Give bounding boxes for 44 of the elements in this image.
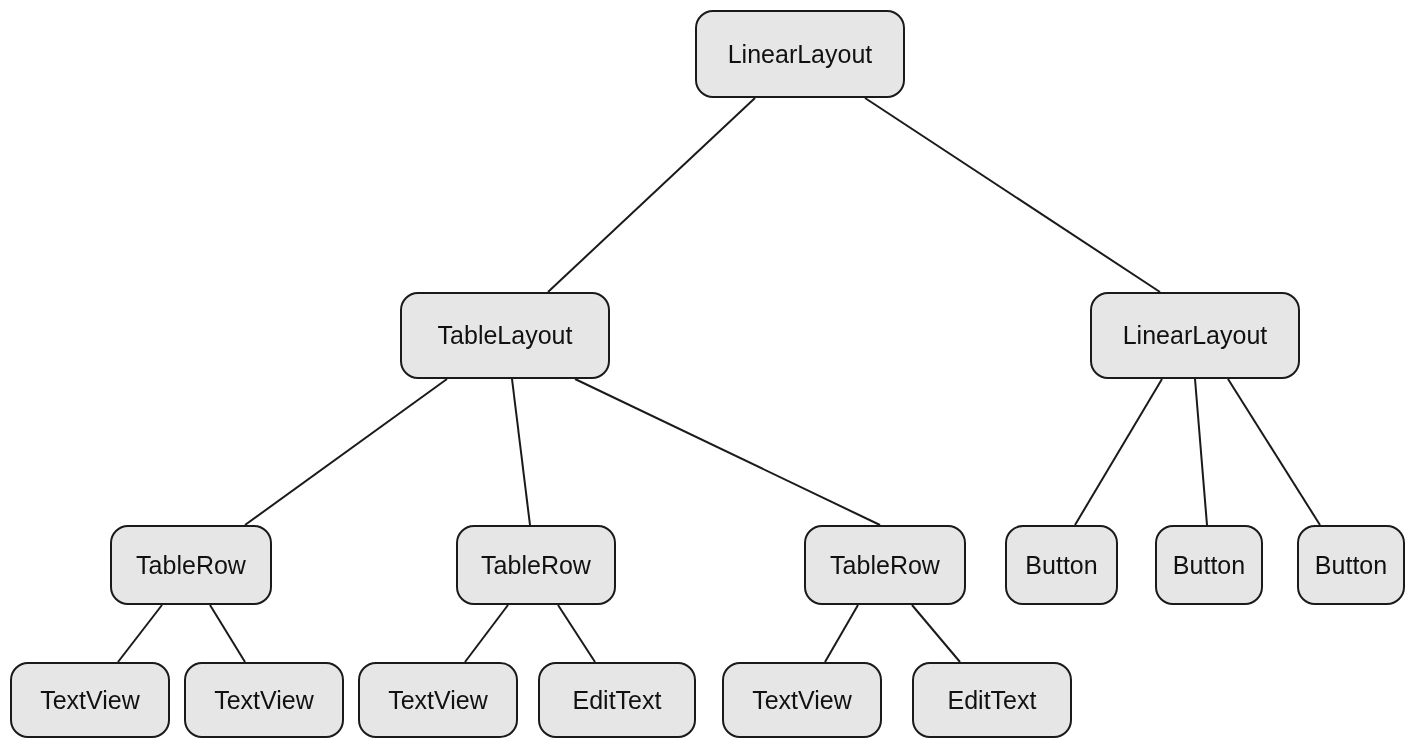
node-label: TableRow <box>481 550 591 580</box>
node-box <box>1090 292 1300 379</box>
node-label: TableRow <box>830 550 940 580</box>
node-box <box>912 662 1072 738</box>
node-label: TextView <box>752 685 852 715</box>
connector-line <box>864 97 1161 293</box>
node-label: Button <box>1025 550 1098 580</box>
node-box <box>722 662 882 738</box>
connector-line <box>824 604 859 663</box>
node-box <box>358 662 518 738</box>
node-label: Button <box>1172 550 1246 580</box>
node-box <box>184 662 344 738</box>
node-label: TableRow <box>136 550 246 580</box>
node-box <box>804 525 966 605</box>
node-box <box>1297 525 1405 605</box>
node-label: EditText <box>572 685 662 715</box>
node-box <box>400 292 610 379</box>
connector-line <box>511 378 531 526</box>
node-label: TableLayout <box>437 321 573 350</box>
node-label: Button <box>1314 550 1388 580</box>
node-label: LinearLayout <box>1122 321 1268 350</box>
node-box <box>1155 525 1263 605</box>
node-box <box>10 662 170 738</box>
connector-line <box>911 604 961 663</box>
node-label: EditText <box>947 685 1037 715</box>
connector-line <box>574 378 881 526</box>
connector-line <box>547 97 756 293</box>
node-label: LinearLayout <box>727 39 873 69</box>
connector-line <box>117 604 163 663</box>
node-label: TextView <box>40 685 140 715</box>
node-box <box>456 525 616 605</box>
node-box <box>110 525 272 605</box>
connector-line <box>209 604 246 663</box>
connector-line <box>1074 378 1163 526</box>
node-label: TextView <box>388 685 488 715</box>
connector-line <box>244 378 448 526</box>
node-box <box>1005 525 1118 605</box>
node-label: TextView <box>214 685 314 715</box>
node-box <box>538 662 696 738</box>
connector-line <box>1194 378 1208 526</box>
connector-line <box>464 604 509 663</box>
connector-line <box>1227 378 1321 526</box>
node-box <box>695 10 905 98</box>
connector-line <box>557 604 596 663</box>
